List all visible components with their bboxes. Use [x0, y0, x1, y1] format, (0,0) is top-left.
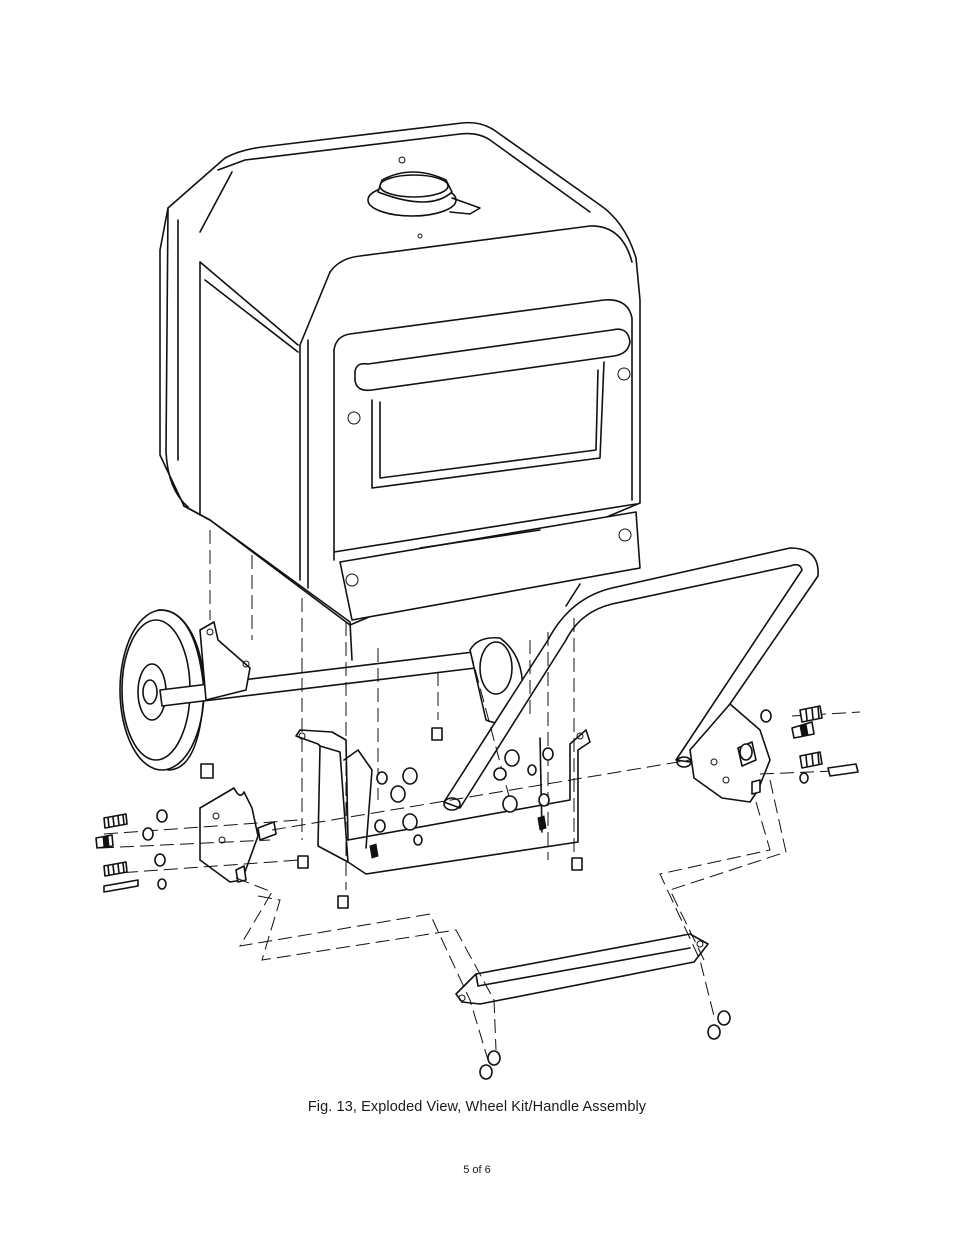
figure-caption: Fig. 13, Exploded View, Wheel Kit/Handle… [0, 1099, 954, 1115]
handle-plate-right [690, 704, 770, 802]
cross-bar [456, 934, 708, 1004]
generator-housing [160, 123, 640, 660]
hardware-bolts-left [96, 810, 167, 892]
handle-plate-left [200, 788, 276, 882]
hardware-nuts-bottom [480, 1011, 730, 1079]
axle [160, 622, 492, 706]
page-number: 5 of 6 [0, 1164, 954, 1176]
